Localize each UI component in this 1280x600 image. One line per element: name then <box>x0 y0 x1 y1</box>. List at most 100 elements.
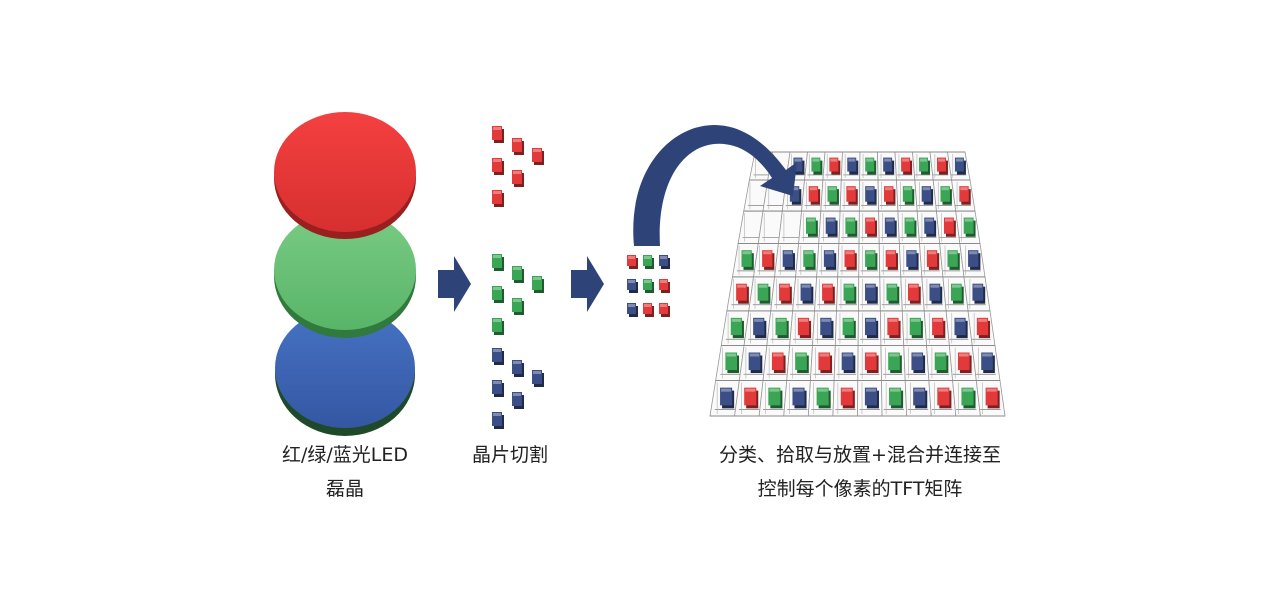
blue-chip <box>492 348 504 365</box>
matrix-green-led-highlight <box>843 318 853 322</box>
matrix-red-led <box>818 352 833 374</box>
matrix-green-led-highlight <box>948 251 957 255</box>
matrix-red-led-top <box>840 387 853 406</box>
matrix-green-led <box>803 250 816 270</box>
matrix-red-led <box>840 387 855 409</box>
cluster-green-chip-top <box>643 255 652 266</box>
matrix-green-led-highlight <box>731 318 741 322</box>
matrix-blue-led <box>884 217 897 237</box>
matrix-blue-led-highlight <box>907 251 916 255</box>
matrix-red-led <box>779 283 792 304</box>
matrix-red-led-highlight <box>886 251 895 255</box>
matrix-blue-led <box>847 157 859 175</box>
cluster-red-chip-top <box>643 303 652 314</box>
matrix-red-led-highlight <box>909 284 918 288</box>
matrix-red-led <box>926 250 940 270</box>
matrix-blue-led <box>865 283 878 304</box>
matrix-green-led <box>904 217 917 237</box>
matrix-green-led <box>947 250 960 270</box>
matrix-blue-led-highlight <box>821 318 831 322</box>
matrix-red-led-top <box>932 317 944 336</box>
matrix-green-led-top <box>961 387 974 406</box>
matrix-green-led-top <box>768 387 781 406</box>
matrix-red-led-highlight <box>937 158 945 162</box>
matrix-red-led <box>884 186 896 205</box>
red-chip-top <box>532 148 542 162</box>
blue-chip-highlight <box>493 381 501 384</box>
mixed-chip-cluster <box>627 255 670 317</box>
matrix-blue-led-highlight <box>930 284 940 288</box>
matrix-green-led-highlight <box>935 353 946 357</box>
matrix-green-led-highlight <box>866 251 875 255</box>
matrix-green-led-top <box>795 352 807 371</box>
matrix-red-led-top <box>829 157 839 172</box>
green-chip-highlight <box>513 267 521 270</box>
red-chip-top <box>492 190 502 204</box>
matrix-green-led-highlight <box>828 187 836 191</box>
blue-chip-top <box>512 392 522 406</box>
matrix-blue-led-top <box>972 283 984 301</box>
matrix-green-led-highlight <box>776 318 786 322</box>
matrix-red-led-top <box>926 250 938 267</box>
green-chip-top <box>512 298 522 312</box>
matrix-blue-led-top <box>865 283 876 301</box>
matrix-blue-led <box>789 186 802 205</box>
caption-epitaxy: 红/绿/蓝光LED 磊晶 <box>240 438 450 506</box>
matrix-blue-led <box>792 387 807 409</box>
matrix-green-led <box>950 283 964 304</box>
matrix-red-led-highlight <box>986 388 997 392</box>
caption-epitaxy-line2: 磊晶 <box>325 478 364 500</box>
matrix-blue-led-top <box>929 283 941 301</box>
matrix-blue-led-top <box>800 283 812 301</box>
matrix-green-led <box>811 157 823 175</box>
matrix-red-led <box>887 317 901 339</box>
matrix-blue-led-highlight <box>749 353 760 357</box>
matrix-blue-led-highlight <box>801 284 811 288</box>
matrix-green-led-highlight <box>941 187 949 191</box>
matrix-green-led-highlight <box>951 284 961 288</box>
matrix-red-led <box>808 186 821 205</box>
green-chip <box>492 254 504 271</box>
matrix-blue-led <box>841 352 856 374</box>
matrix-green-led-highlight <box>806 218 815 222</box>
matrix-red-led-highlight <box>798 318 809 322</box>
matrix-red-led-highlight <box>958 353 969 357</box>
matrix-blue-led <box>913 387 928 409</box>
green-chip <box>512 266 524 283</box>
red-chip <box>492 158 504 175</box>
caption-transfer-line1: 分类、拾取与放置+混合并连接至 <box>719 444 1001 466</box>
matrix-blue-led-highlight <box>982 353 992 357</box>
matrix-red-led-highlight <box>960 187 968 191</box>
matrix-green-led-highlight <box>812 158 820 162</box>
green-chip-highlight <box>513 299 521 302</box>
matrix-green-led-top <box>888 352 900 371</box>
cluster-blue-chip <box>659 255 670 269</box>
matrix-green-led <box>889 387 904 409</box>
matrix-red-led-top <box>736 283 747 301</box>
matrix-red-led <box>901 157 913 175</box>
matrix-green-led <box>934 352 949 374</box>
cluster-red-chip-highlight <box>660 280 667 283</box>
red-chip <box>512 138 524 155</box>
blue-chip-highlight <box>493 349 501 352</box>
matrix-red-led-highlight <box>847 187 855 191</box>
cluster-red-chip-highlight <box>660 304 667 307</box>
matrix-blue-led-highlight <box>925 218 934 222</box>
matrix-green-led-top <box>919 157 929 172</box>
red-chip-highlight <box>493 191 501 194</box>
blue-chip-top <box>492 348 502 362</box>
matrix-red-led <box>744 387 759 409</box>
matrix-green-led <box>961 387 976 409</box>
matrix-blue-led-highlight <box>866 187 874 191</box>
red-chip-highlight <box>513 139 521 142</box>
matrix-blue-led-top <box>921 186 932 202</box>
matrix-red-led <box>846 186 858 205</box>
matrix-blue-led-highlight <box>865 388 876 392</box>
green-chip-highlight <box>493 287 501 290</box>
matrix-blue-led <box>968 250 981 270</box>
matrix-green-led-highlight <box>796 353 806 357</box>
matrix-green-led-top <box>730 317 742 336</box>
matrix-blue-led-highlight <box>922 187 931 191</box>
matrix-blue-led <box>864 387 879 409</box>
matrix-green-led <box>919 157 931 175</box>
